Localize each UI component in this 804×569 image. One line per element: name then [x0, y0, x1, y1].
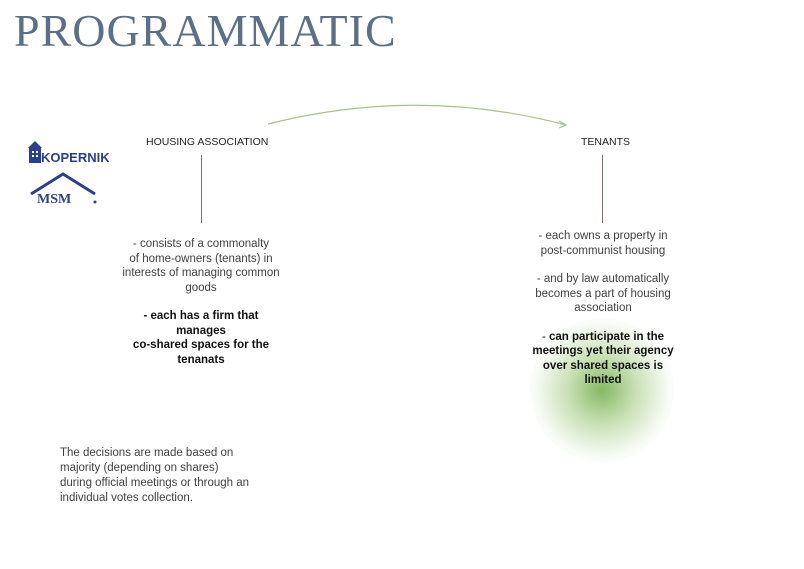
housing-association-heading: HOUSING ASSOCIATION — [146, 136, 269, 148]
bold-line: tenanats — [177, 353, 225, 366]
bold-line: - can participate in the — [508, 330, 698, 345]
bold-lead: - — [541, 330, 549, 343]
text-line: - each owns a property in — [538, 230, 668, 242]
note-line: individual votes collection. — [60, 492, 193, 504]
decision-note: The decisions are made based on majority… — [60, 446, 249, 506]
note-line: majority (depending on shares) — [60, 462, 219, 474]
page-title: PROGRAMMATIC — [14, 5, 397, 56]
highlight-glow — [530, 318, 674, 462]
text-line: association — [574, 302, 632, 314]
text-line: goods — [185, 281, 217, 294]
text-line: becomes a part of housing — [535, 287, 671, 300]
text-line: of home-owners (tenants) in — [129, 252, 273, 265]
note-line: during official meetings or through an — [60, 477, 250, 489]
text-line: - consists of a commonalty — [132, 238, 270, 250]
bold-line-text: can participate in the — [549, 330, 665, 343]
text-line: post-communist housing — [540, 244, 666, 257]
text-line: - and by law automatically — [536, 273, 670, 285]
bold-line: meetings yet their agency — [532, 345, 674, 357]
bold-line: manages — [176, 324, 226, 337]
msm-logo: MSM — [30, 172, 97, 207]
bold-line: - each has a firm that — [143, 310, 259, 322]
kopernik-logo: KOPERNIK — [28, 141, 109, 165]
bold-line: limited — [584, 374, 622, 386]
text-line: interests of managing common — [122, 267, 280, 279]
housing-association-description: - consists of a commonalty of home-owner… — [106, 237, 296, 367]
bold-line: co-shared spaces for the — [132, 339, 270, 351]
tenants-heading: TENANTS — [581, 136, 631, 148]
left-connector-line — [201, 155, 202, 223]
svg-text:KOPERNIK: KOPERNIK — [41, 150, 109, 165]
note-line: The decisions are made based on — [60, 447, 234, 459]
tenants-description: - each owns a property in post-communist… — [508, 229, 698, 388]
svg-text:MSM: MSM — [37, 192, 71, 207]
bold-line: over shared spaces is — [542, 359, 664, 372]
right-connector-line — [602, 155, 603, 223]
